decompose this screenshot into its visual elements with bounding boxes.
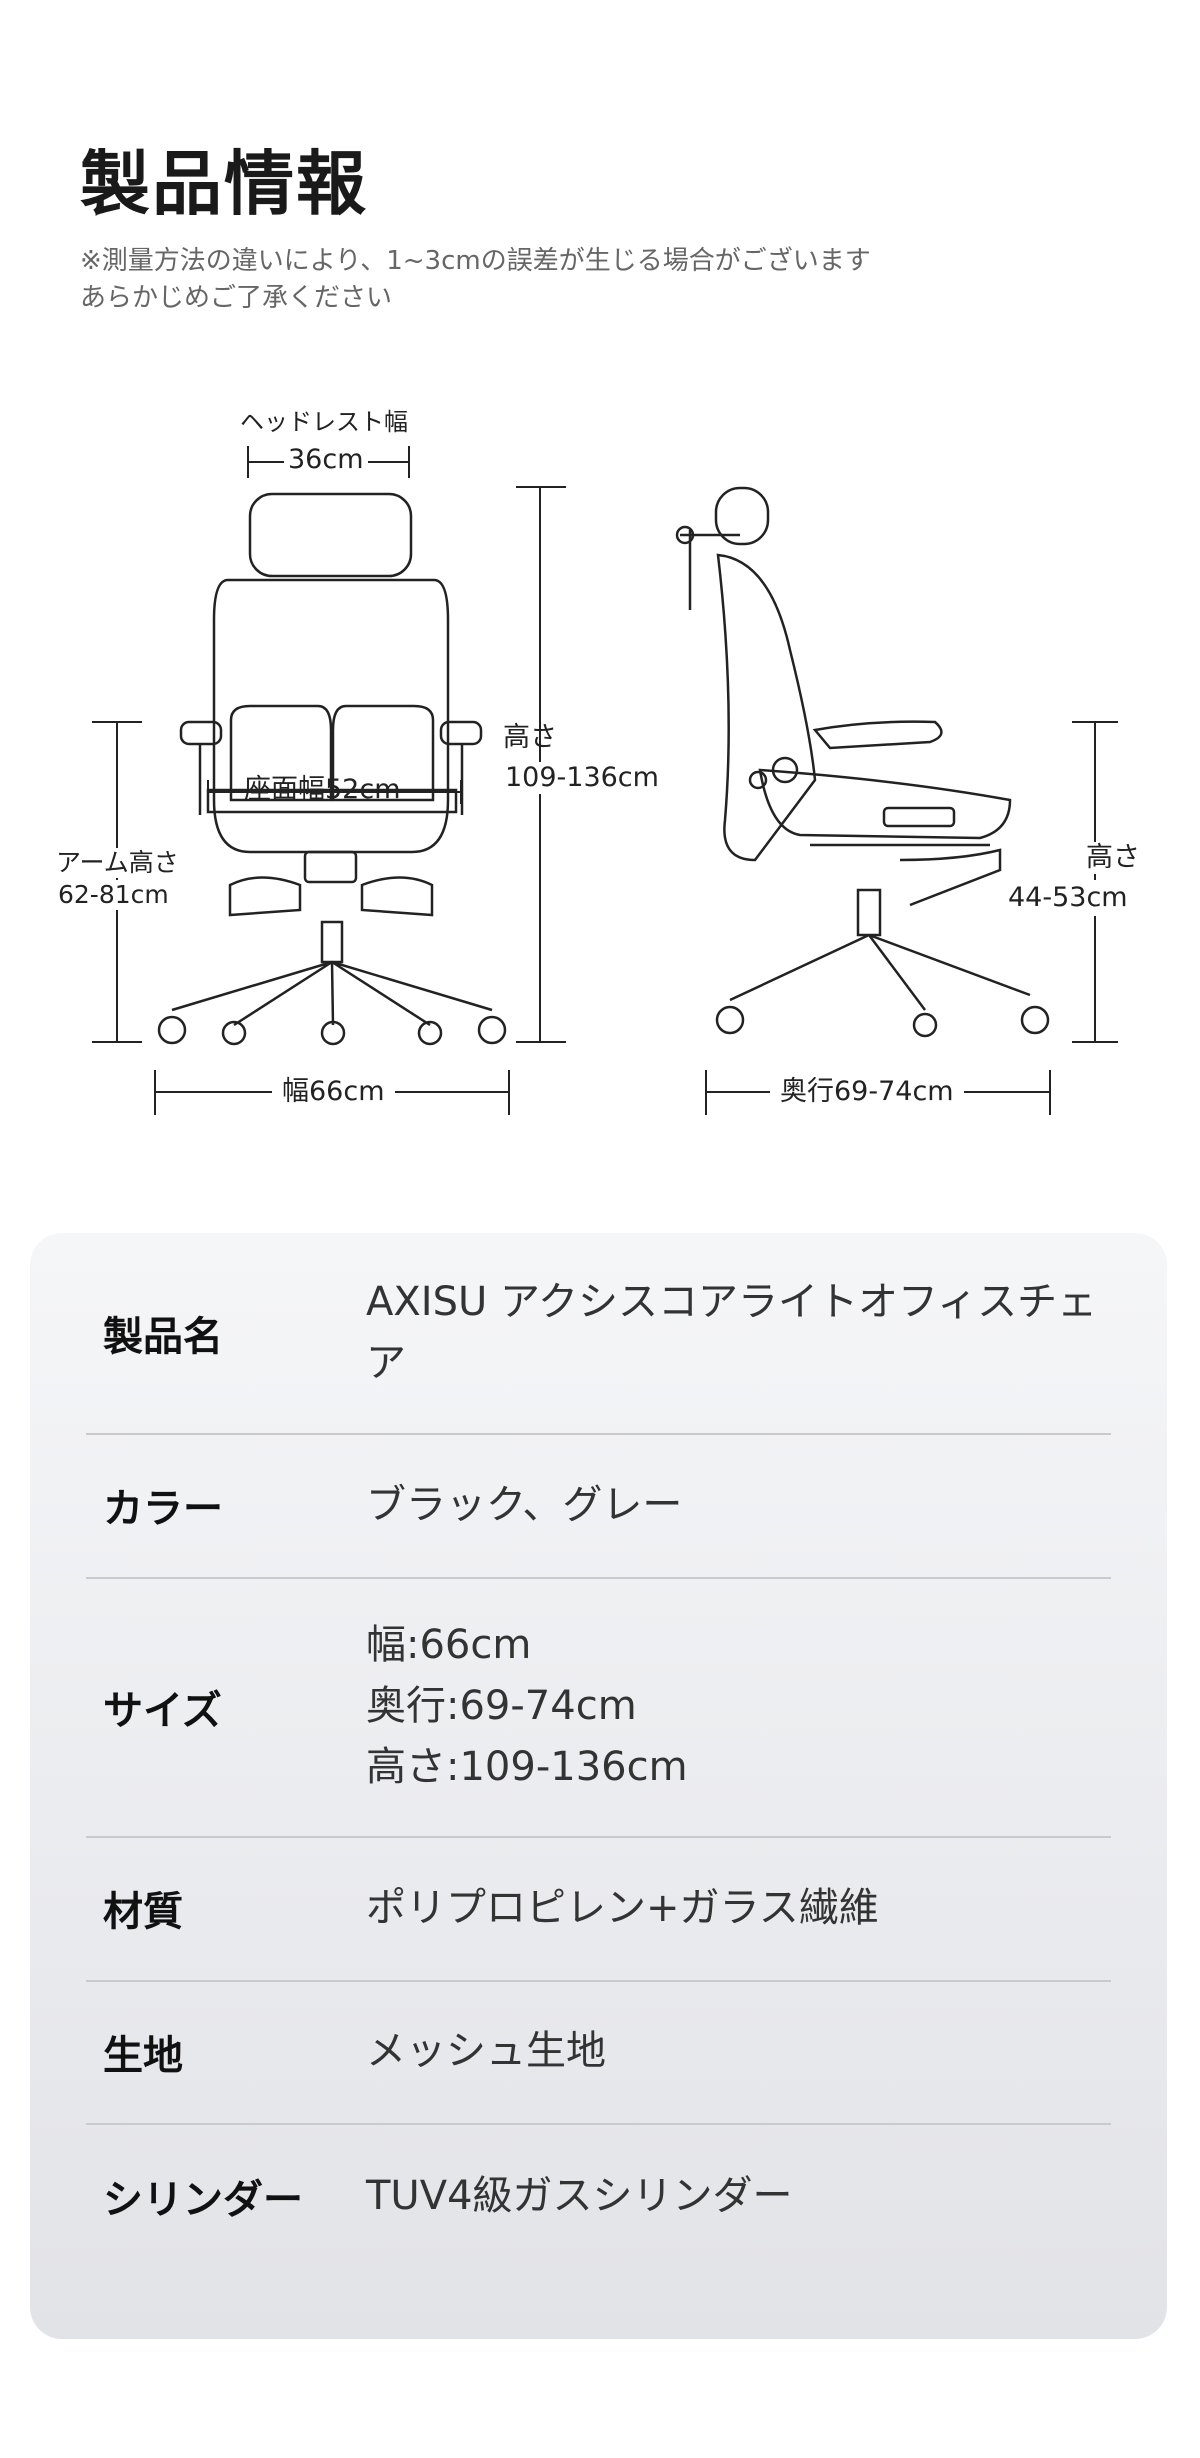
- spec-value: ポリプロピレン+ガラス繊維: [366, 1884, 879, 1931]
- arm-height-label: アーム高さ: [56, 848, 179, 878]
- spec-row-name: 製品名 AXISU アクシスコアライトオフィスチェア: [86, 1233, 1111, 1435]
- side-chair-illustration: [675, 486, 1050, 1038]
- page-title: 製品情報: [80, 143, 368, 225]
- measurement-note-2: あらかじめご了承ください: [80, 283, 393, 313]
- spec-value: 幅:66cm 奥行:69-74cm 高さ:109-136cm: [366, 1615, 688, 1798]
- spec-row-fabric: 生地 メッシュ生地: [86, 1980, 1111, 2125]
- side-height-label: 高さ: [1086, 842, 1140, 875]
- spec-row-size: サイズ 幅:66cm 奥行:69-74cm 高さ:109-136cm: [86, 1577, 1111, 1838]
- front-height-value: 109-136cm: [503, 762, 661, 795]
- spec-label: シリンダー: [103, 2177, 303, 2223]
- front-chair-illustration: [157, 492, 507, 1046]
- spec-label: カラー: [103, 1486, 223, 1532]
- spec-label: 生地: [103, 2032, 183, 2079]
- side-height-value: 44-53cm: [1006, 880, 1130, 917]
- spec-value: ブラック、グレー: [366, 1481, 683, 1528]
- seat-width-value: 座面幅52cm: [244, 774, 401, 805]
- front-height-label: 高さ: [503, 722, 557, 753]
- spec-label: 製品名: [103, 1314, 223, 1360]
- spec-value: TUV4級ガスシリンダー: [366, 2172, 793, 2219]
- dimension-diagram: ヘッドレスト幅 36cm 高さ 109-136cm 座面幅52cm アーム高さ …: [0, 380, 1200, 1160]
- spec-table: 製品名 AXISU アクシスコアライトオフィスチェア カラー ブラック、グレー …: [30, 1233, 1167, 2339]
- measurement-note: ※測量方法の違いにより、1~3cmの誤差が生じる場合がございます: [80, 246, 871, 276]
- spec-row-cylinder: シリンダー TUV4級ガスシリンダー: [86, 2123, 1111, 2269]
- arm-height-value: 62-81cm: [58, 880, 169, 910]
- size-width: 幅:66cm: [366, 1622, 532, 1668]
- headrest-width-label: ヘッドレスト幅: [240, 408, 408, 436]
- spec-value: メッシュ生地: [366, 2028, 606, 2074]
- spec-row-material: 材質 ポリプロピレン+ガラス繊維: [86, 1836, 1111, 1982]
- spec-label: 材質: [103, 1889, 183, 1935]
- size-depth: 奥行:69-74cm: [366, 1683, 637, 1729]
- depth-value: 奥行69-74cm: [770, 1076, 964, 1109]
- spec-value: AXISU アクシスコアライトオフィスチェア: [366, 1279, 1098, 1386]
- spec-label: サイズ: [103, 1687, 222, 1734]
- spec-row-color: カラー ブラック、グレー: [86, 1433, 1111, 1579]
- size-height: 高さ:109-136cm: [366, 1744, 688, 1790]
- width-value: 幅66cm: [272, 1076, 395, 1109]
- headrest-width-value: 36cm: [284, 444, 368, 477]
